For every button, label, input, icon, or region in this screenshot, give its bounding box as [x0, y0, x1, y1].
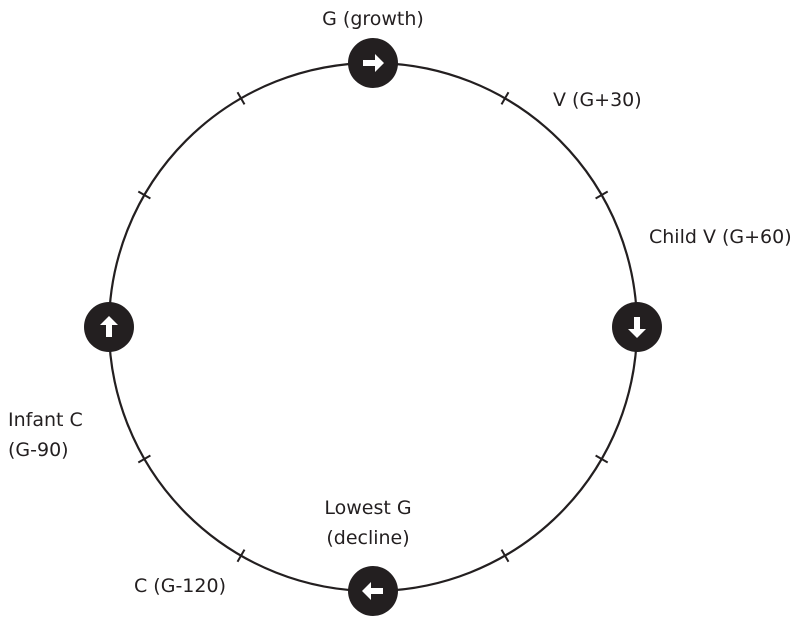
cycle-markers: [84, 38, 662, 616]
cycle-ticks: [137, 91, 609, 563]
label-c: C (G-120): [134, 575, 226, 597]
arrow-up-icon: [100, 316, 118, 337]
marker-bottom: [348, 566, 398, 616]
tick-mark: [236, 91, 246, 105]
label-infant-c-line2: (G-90): [8, 439, 69, 461]
arrow-down-icon: [628, 317, 646, 338]
marker-left: [84, 302, 134, 352]
arrow-left-icon: [362, 582, 383, 600]
label-lowest-g-line2: (decline): [326, 527, 409, 549]
tick-mark: [595, 454, 609, 464]
marker-top: [348, 38, 398, 88]
arrow-right-icon: [363, 54, 384, 72]
tick-mark: [500, 549, 510, 563]
tick-mark: [500, 91, 510, 105]
marker-right: [612, 302, 662, 352]
label-g-growth: G (growth): [322, 8, 424, 30]
tick-mark: [236, 549, 246, 563]
tick-mark: [137, 190, 151, 200]
tick-mark: [595, 190, 609, 200]
label-child-v: Child V (G+60): [649, 226, 792, 248]
label-lowest-g-line1: Lowest G: [324, 497, 411, 519]
tick-mark: [137, 454, 151, 464]
label-infant-c-line1: Infant C: [8, 409, 83, 431]
label-v: V (G+30): [553, 89, 642, 111]
